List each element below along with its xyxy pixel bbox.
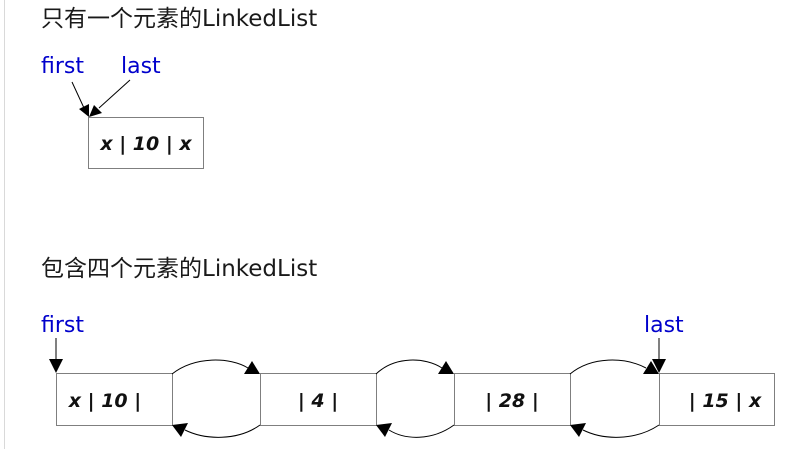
- diagram2-node-3-label: | 28 |: [485, 390, 539, 412]
- diagram2-first-arrow: [49, 338, 63, 373]
- diagram2-node-1: x | 10 |: [56, 373, 173, 426]
- diagram1-first-arrow: [71, 81, 89, 117]
- diagram1-last-label: last: [121, 54, 161, 79]
- diagram2-node-2-label: | 4 |: [298, 390, 338, 412]
- diagram2-link-3-4: [569, 359, 660, 438]
- diagram1-title: 只有一个元素的LinkedList: [41, 6, 317, 32]
- diagram2-node-1-label: x | 10 |: [68, 390, 141, 412]
- diagram2-last-arrow: [652, 338, 666, 373]
- diagram2-node-3: | 28 |: [454, 373, 571, 426]
- diagram2-title: 包含四个元素的LinkedList: [41, 256, 317, 282]
- diagram2-last-label: last: [644, 313, 684, 338]
- diagram1-node-label: x | 10 | x: [99, 133, 192, 155]
- diagram1-first-label: first: [41, 54, 84, 79]
- diagram1-node: x | 10 | x: [88, 117, 204, 169]
- diagram1-last-arrow: [89, 79, 131, 117]
- diagram2-link-1-2: [171, 359, 261, 438]
- left-border-rule: [4, 0, 5, 449]
- single-element-diagram: 只有一个元素的LinkedList first last x | 10 | x: [41, 6, 317, 169]
- diagram2-first-label: first: [41, 313, 84, 338]
- four-element-diagram: 包含四个元素的LinkedList first last x | 10 | | …: [41, 256, 775, 438]
- diagram2-node-2: | 4 |: [260, 373, 377, 426]
- diagram2-link-2-3: [375, 359, 455, 438]
- diagram2-node-4: | 15 | x: [659, 373, 775, 426]
- diagram2-node-4-label: | 15 | x: [689, 390, 762, 412]
